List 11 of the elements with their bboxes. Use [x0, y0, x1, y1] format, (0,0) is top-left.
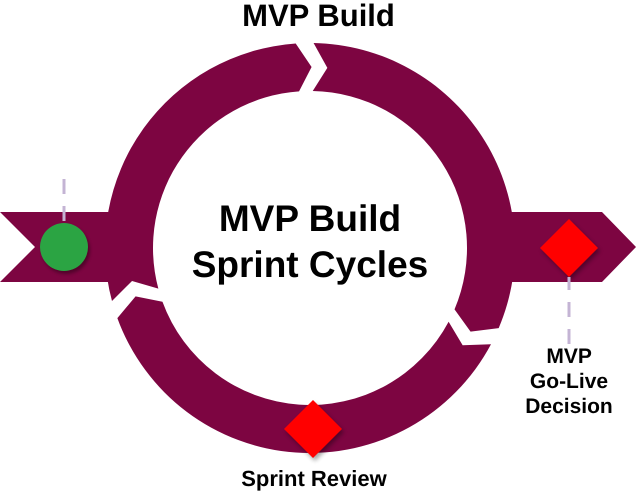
milestone-diamond: [540, 219, 598, 277]
leader-line: [568, 277, 570, 344]
cycle-ring: [105, 43, 515, 453]
leader-line: [62, 179, 66, 223]
cycle-label: MVP Build Sprint Cycles: [190, 197, 430, 287]
milestone-diamond: [284, 400, 342, 458]
ribbon-banner: [509, 212, 637, 282]
milestone-label: MVP Go-Live Decision: [519, 344, 619, 419]
diagram-title: MVP Build: [242, 0, 395, 31]
ribbon-banner: [0, 212, 110, 282]
milestone-label: Sprint Review: [241, 468, 387, 490]
